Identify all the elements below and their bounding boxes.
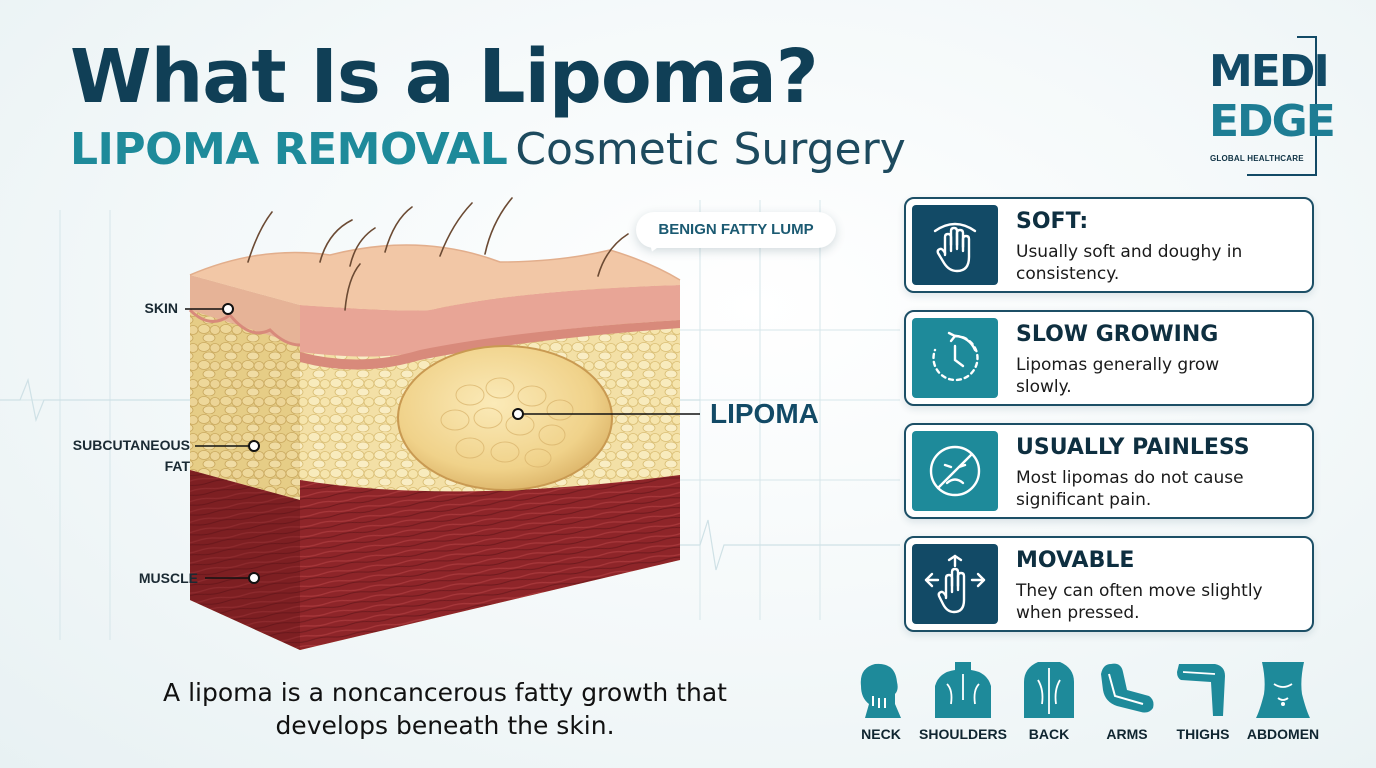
label-subcutaneous-fat: SUBCUTANEOUS FAT <box>40 435 190 477</box>
feature-card-usually-painless: USUALLY PAINLESS Most lipomas do not cau… <box>904 423 1314 519</box>
feature-desc-line2: consistency. <box>1016 264 1120 284</box>
label-lipoma: LIPOMA <box>710 398 819 429</box>
hand-icon <box>933 222 977 273</box>
logo-frame <box>1315 36 1317 176</box>
back-icon <box>1024 662 1074 718</box>
caption-line1: A lipoma is a noncancerous fatty growth … <box>163 678 727 707</box>
feature-description: Most lipomas do not cause significant pa… <box>1016 467 1306 511</box>
move-hand-icon <box>924 554 986 614</box>
label-skin: SKIN <box>144 300 178 316</box>
feature-title: MOVABLE <box>1016 548 1135 573</box>
label-muscle: MUSCLE <box>138 570 198 586</box>
location-shoulders: SHOULDERS <box>918 660 1008 742</box>
feature-description: Usually soft and doughy in consistency. <box>1016 241 1306 285</box>
location-label: NECK <box>861 726 901 742</box>
subtitle-accent: LIPOMA REMOVAL <box>70 124 508 175</box>
feature-icon-box <box>912 431 998 511</box>
logo-frame-bottom <box>1247 174 1317 176</box>
logo-line2: EDGE <box>1209 96 1336 147</box>
logo-tagline: GLOBAL HEALTHCARE <box>1210 154 1304 163</box>
clock-icon <box>932 331 979 382</box>
location-label: SHOULDERS <box>919 726 1007 742</box>
feature-title: SOFT: <box>1016 209 1089 234</box>
feature-icon-box <box>912 318 998 398</box>
subtitle-rest: Cosmetic Surgery <box>515 124 906 175</box>
shoulders-icon <box>935 662 991 718</box>
feature-desc-line2: significant pain. <box>1016 490 1152 510</box>
location-label: THIGHS <box>1176 726 1230 742</box>
location-label: ABDOMEN <box>1246 726 1320 742</box>
location-abdomen: ABDOMEN <box>1238 660 1328 742</box>
feature-desc-line1: Most lipomas do not cause <box>1016 468 1244 488</box>
feature-desc-line2: slowly. <box>1016 377 1072 397</box>
logo-frame-top <box>1297 36 1317 38</box>
abdomen-icon <box>1256 662 1310 718</box>
feature-title: USUALLY PAINLESS <box>1016 435 1250 460</box>
brand-logo: MEDI EDGE GLOBAL HEALTHCARE <box>1205 36 1336 176</box>
feature-icon-box <box>912 544 998 624</box>
label-fat-line2: FAT <box>164 458 190 474</box>
location-back: BACK <box>1004 660 1094 742</box>
definition-caption: A lipoma is a noncancerous fatty growth … <box>90 676 800 742</box>
feature-description: Lipomas generally grow slowly. <box>1016 354 1306 398</box>
feature-desc-line2: when pressed. <box>1016 603 1140 623</box>
feature-title: SLOW GROWING <box>1016 322 1219 347</box>
feature-card-slow-growing: SLOW GROWING Lipomas generally grow slow… <box>904 310 1314 406</box>
neck-icon <box>860 663 901 718</box>
feature-card-movable: MOVABLE They can often move slightly whe… <box>904 536 1314 632</box>
location-label: BACK <box>1028 726 1070 742</box>
feature-desc-line1: Lipomas generally grow <box>1016 355 1220 375</box>
feature-description: They can often move slightly when presse… <box>1016 580 1306 624</box>
location-arms: ARMS <box>1082 660 1172 742</box>
page-title: What Is a Lipoma? <box>70 34 819 120</box>
feature-desc-line1: They can often move slightly <box>1016 581 1263 601</box>
no-pain-icon <box>929 445 981 497</box>
feature-card-soft: SOFT: Usually soft and doughy in consist… <box>904 197 1314 293</box>
location-thighs: THIGHS <box>1158 660 1248 742</box>
feature-desc-line1: Usually soft and doughy in <box>1016 242 1243 262</box>
location-neck: NECK <box>836 660 926 742</box>
label-fat-line1: SUBCUTANEOUS <box>72 437 190 453</box>
caption-line2: develops beneath the skin. <box>275 711 615 740</box>
feature-icon-box <box>912 205 998 285</box>
location-label: ARMS <box>1106 726 1148 742</box>
benign-fatty-lump-callout: BENIGN FATTY LUMP <box>636 212 836 248</box>
logo-line1: MEDI <box>1209 46 1330 97</box>
arms-icon <box>1101 663 1154 713</box>
thighs-icon <box>1177 664 1225 716</box>
